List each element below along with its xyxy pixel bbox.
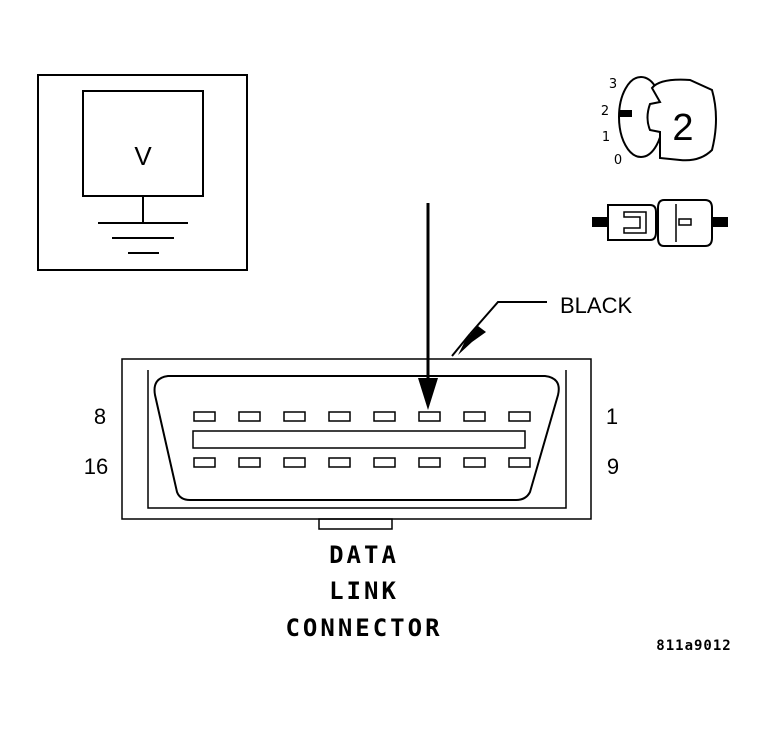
data-link-connector: 8 16 1 9	[84, 358, 619, 530]
pin-slot-3	[418, 411, 441, 422]
callout-label: BLACK	[560, 293, 632, 318]
pin-label-1: 1	[606, 404, 618, 429]
pin-slot-4	[373, 411, 396, 422]
pin-row-bottom	[193, 457, 531, 468]
pin-slot-5	[328, 411, 351, 422]
voltmeter-symbol: V	[134, 141, 152, 171]
caption-line-connector: CONNECTOR	[285, 614, 442, 642]
pin-slot-10	[463, 457, 486, 468]
figure-code: 811a9012	[656, 638, 731, 654]
pin-slot-8	[193, 411, 216, 422]
ignition-position-0: 0	[614, 153, 622, 168]
pin-row-top	[193, 411, 531, 422]
callout-leader-line	[469, 301, 547, 335]
plug-female-socket	[678, 218, 692, 226]
plug-wire-right	[712, 217, 728, 227]
ignition-position-2: 2	[601, 104, 609, 119]
pin-slot-15	[238, 457, 261, 468]
ignition-key-icon	[646, 78, 717, 162]
ignition-position-marker	[620, 110, 632, 117]
pin-slot-14	[283, 457, 306, 468]
pin-slot-9	[508, 457, 531, 468]
callout: BLACK	[451, 293, 632, 357]
ignition-position-3: 3	[609, 77, 617, 92]
caption-line-data: DATA	[329, 541, 399, 569]
pin-slot-6	[283, 411, 306, 422]
pin-slot-1	[508, 411, 531, 422]
plug-male-terminal	[623, 211, 647, 234]
pin-label-16: 16	[84, 454, 108, 479]
probe-arrow	[418, 203, 438, 410]
connector-disconnected-icon	[592, 199, 728, 247]
connector-inner-frame	[147, 370, 567, 509]
ignition-switch-icon: 3 2 1 0 2	[601, 76, 717, 168]
pin-label-8: 8	[94, 404, 106, 429]
plug-female-icon	[657, 199, 713, 247]
pin-label-9: 9	[607, 454, 619, 479]
pin-slot-11	[418, 457, 441, 468]
pin-slot-2	[463, 411, 486, 422]
callout-arrow-head	[458, 326, 486, 355]
voltmeter-frame	[37, 74, 248, 271]
connector-latch	[318, 518, 393, 530]
pin-slot-7	[238, 411, 261, 422]
callout-leader-tail	[451, 333, 471, 357]
probe-arrow-head	[418, 378, 438, 410]
caption-line-link: LINK	[329, 577, 399, 605]
connector-trapezoid	[153, 375, 560, 501]
plug-wire-left	[592, 217, 608, 227]
caption: DATA LINK CONNECTOR	[285, 541, 442, 642]
voltmeter: V	[37, 74, 248, 271]
ignition-selected-position: 2	[672, 107, 693, 149]
pin-slot-16	[193, 457, 216, 468]
ignition-position-1: 1	[602, 130, 610, 145]
connector-center-key	[192, 430, 526, 449]
pin-slot-12	[373, 457, 396, 468]
plug-male-icon	[607, 204, 657, 241]
pin-slot-13	[328, 457, 351, 468]
